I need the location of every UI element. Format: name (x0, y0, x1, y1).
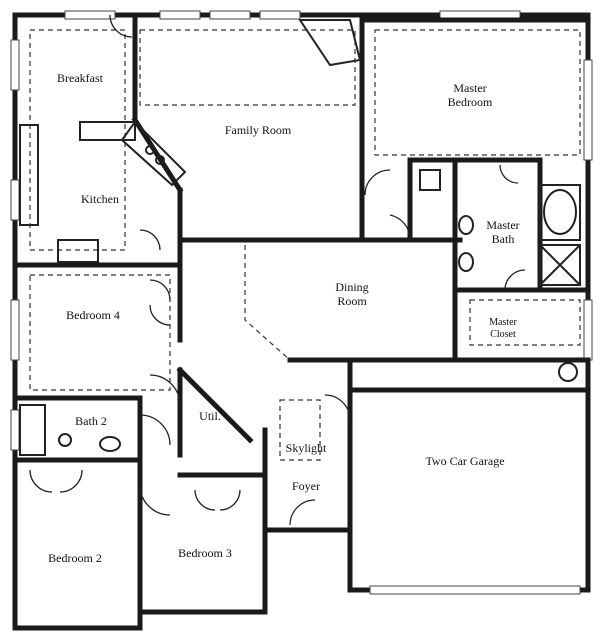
room-label-kitchen: Kitchen (81, 192, 119, 206)
doors (29, 14, 526, 526)
room-label-garage: Two Car Garage (425, 454, 504, 468)
room-label-family-room: Family Room (225, 123, 292, 137)
room-label-master-closet-line2: Closet (490, 329, 516, 340)
room-label-bedroom-2: Bedroom 2 (48, 551, 102, 565)
room-label-skylight: Skylight (286, 441, 327, 455)
room-label-foyer: Foyer (292, 479, 320, 493)
room-label-dining-line1: Dining (335, 280, 368, 294)
room-label-bedroom-4: Bedroom 4 (66, 308, 120, 322)
room-label-bedroom-3: Bedroom 3 (178, 546, 232, 560)
room-label-master-bath-line2: Bath (492, 232, 515, 246)
room-label-master-bath-line1: Master (486, 218, 519, 232)
room-label-master-bedroom-line2: Bedroom (448, 95, 493, 109)
room-label-bath-2: Bath 2 (75, 414, 107, 428)
room-label-breakfast: Breakfast (57, 71, 104, 85)
room-label-util: Util. (199, 409, 221, 423)
fixtures (19, 19, 581, 456)
ceiling-lines (29, 29, 581, 461)
room-label-dining-line2: Room (337, 294, 367, 308)
windows (10, 10, 593, 595)
room-label-master-bedroom-line1: Master (453, 81, 486, 95)
room-label-master-closet-line1: Master (489, 317, 517, 328)
